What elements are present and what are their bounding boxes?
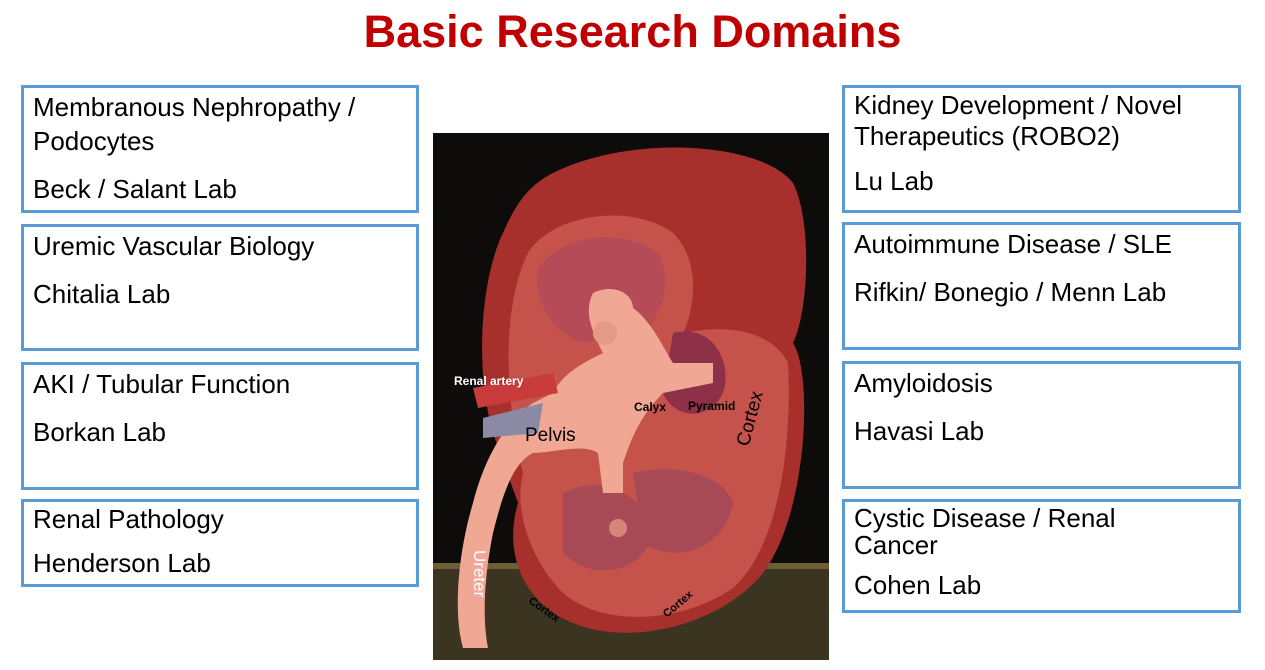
label-renal-artery: Renal artery (454, 374, 524, 388)
slide-title: Basic Research Domains (363, 6, 902, 57)
lab-name: Henderson Lab (33, 548, 211, 578)
lab-name: Havasi Lab (854, 416, 985, 446)
lab-name: Chitalia Lab (33, 279, 171, 309)
label-pelvis: Pelvis (525, 425, 576, 446)
topic: Cancer (854, 530, 938, 560)
topic: Autoimmune Disease / SLE (854, 229, 1172, 259)
research-box-uremic-vascular: Uremic Vascular Biology Chitalia Lab (21, 224, 419, 351)
lab-name: Rifkin/ Bonegio / Menn Lab (854, 277, 1167, 307)
research-box-kidney-development: Kidney Development / Novel Therapeutics … (842, 85, 1241, 213)
topic: Therapeutics (ROBO2) (854, 121, 1120, 151)
label-calyx: Calyx (634, 400, 667, 414)
topic: Renal Pathology (33, 504, 224, 534)
research-box-membranous-nephropathy: Membranous Nephropathy / Podocytes Beck … (21, 85, 419, 213)
lab-name: Borkan Lab (33, 417, 166, 447)
research-box-autoimmune: Autoimmune Disease / SLE Rifkin/ Bonegio… (842, 222, 1241, 350)
topic: Amyloidosis (854, 368, 993, 398)
topic: AKI / Tubular Function (33, 369, 291, 399)
research-box-renal-pathology: Renal Pathology Henderson Lab (21, 499, 419, 587)
label-pyramid: Pyramid (688, 399, 736, 413)
label-ureter: Ureter (470, 550, 489, 598)
lab-name: Cohen Lab (854, 570, 982, 600)
lab-name: Beck / Salant Lab (33, 174, 237, 204)
topic: Podocytes (33, 126, 155, 156)
topic: Cystic Disease / Renal (854, 503, 1116, 533)
kidney-model-photo: Renal artery Pelvis Calyx Pyramid Cortex… (433, 133, 829, 660)
topic: Uremic Vascular Biology (33, 231, 315, 261)
research-box-amyloidosis: Amyloidosis Havasi Lab (842, 361, 1241, 489)
research-box-cystic-disease: Cystic Disease / Renal Cancer Cohen Lab (842, 499, 1241, 613)
lab-name: Lu Lab (854, 166, 934, 196)
research-box-aki: AKI / Tubular Function Borkan Lab (21, 362, 419, 490)
topic: Kidney Development / Novel (854, 90, 1183, 120)
topic: Membranous Nephropathy / (33, 92, 356, 122)
